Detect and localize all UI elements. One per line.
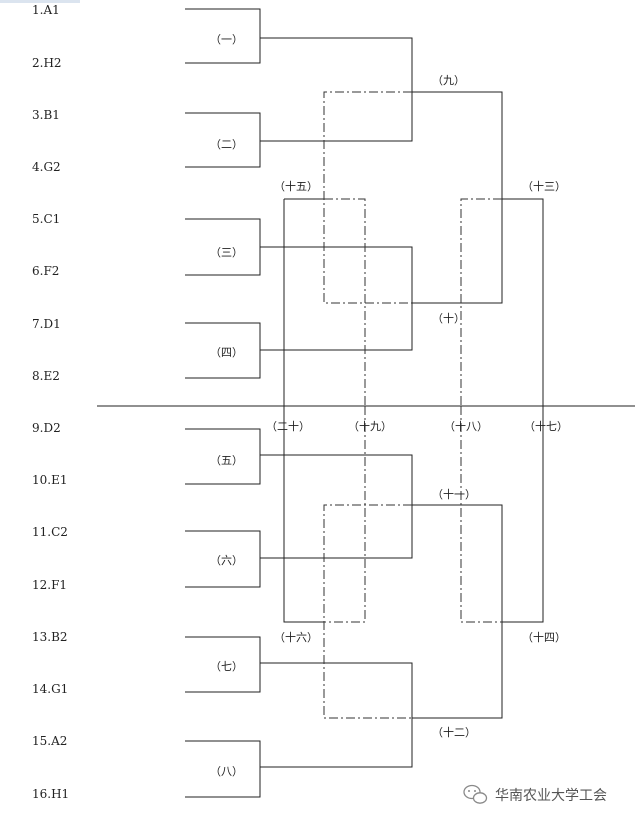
match-label-m18: （十八） xyxy=(444,419,488,433)
bracket-m4 xyxy=(185,322,261,379)
team-label: 16.H1 xyxy=(32,787,69,801)
bracket-m6 xyxy=(185,530,261,588)
match-label-m2: （二） xyxy=(210,138,243,151)
match-label-m4: （四） xyxy=(210,346,243,359)
bracket-m15-m16 xyxy=(283,198,324,623)
path-m13-loser xyxy=(460,198,502,406)
match-label-m17: （十七） xyxy=(524,419,568,433)
match-label-m20: （二十） xyxy=(266,419,310,433)
team-label: 5.C1 xyxy=(32,212,60,226)
watermark: 华南农业大学工会 xyxy=(463,784,607,804)
later-round-brackets xyxy=(283,91,544,719)
bracket-m14 xyxy=(502,406,544,623)
bracket-m2 xyxy=(185,112,261,168)
bracket-m5 xyxy=(185,428,413,559)
watermark-text: 华南农业大学工会 xyxy=(495,788,607,804)
match-label-m8: （八） xyxy=(210,765,243,778)
match-label-m16: （十六） xyxy=(274,630,318,644)
team-label: 7.D1 xyxy=(32,317,61,331)
match-label-m19: （十九） xyxy=(348,419,392,433)
team-list: 1.A1 2.H2 3.B1 4.G2 5.C1 6.F2 7.D1 8.E2 … xyxy=(32,3,69,801)
team-label: 2.H2 xyxy=(32,56,62,70)
path-m16 xyxy=(324,406,366,623)
match-label-m3: （三） xyxy=(210,246,243,259)
team-label: 1.A1 xyxy=(32,3,60,17)
match-label-m1: （一） xyxy=(210,33,243,46)
match-label-m9: （九） xyxy=(432,74,465,87)
team-label: 4.G2 xyxy=(32,160,61,174)
top-strip xyxy=(0,0,80,3)
match-label-m12: （十二） xyxy=(432,725,476,739)
wechat-icon xyxy=(463,784,488,804)
team-label: 9.D2 xyxy=(32,421,61,435)
path-m11-m12-loser xyxy=(323,504,412,719)
match-label-m6: （六） xyxy=(210,554,243,567)
bracket-m3 xyxy=(185,218,413,351)
match-label-m5: （五） xyxy=(210,454,243,467)
team-label: 8.E2 xyxy=(32,369,60,383)
match-label-m10: （十） xyxy=(432,311,465,325)
round-one-brackets xyxy=(185,8,413,798)
bracket-m1 xyxy=(185,8,413,142)
team-label: 10.E1 xyxy=(32,473,67,487)
team-label: 15.A2 xyxy=(32,734,67,748)
consolation-paths xyxy=(323,91,502,719)
match-label-m14: （十四） xyxy=(522,630,566,644)
match-labels: （一） （二） （三） （四） （五） （六） （七） （八） （九） （十） … xyxy=(210,33,568,778)
match-label-m13: （十三） xyxy=(522,179,566,193)
team-label: 6.F2 xyxy=(32,264,59,278)
match-label-m15: （十五） xyxy=(274,179,318,193)
bracket-m9-m10 xyxy=(412,91,503,304)
path-m15 xyxy=(324,198,366,406)
path-m9-m10-loser xyxy=(323,91,412,304)
team-label: 12.F1 xyxy=(32,578,67,592)
path-m14-loser xyxy=(460,406,502,623)
match-label-m7: （七） xyxy=(210,660,243,673)
bracket-m11-m12 xyxy=(412,504,503,719)
team-label: 13.B2 xyxy=(32,630,68,644)
bracket-m7 xyxy=(185,636,413,768)
bracket-m8 xyxy=(185,740,261,798)
match-label-m11: （十一） xyxy=(432,487,476,501)
team-label: 14.G1 xyxy=(32,682,68,696)
bracket-m13 xyxy=(502,198,544,406)
team-label: 11.C2 xyxy=(32,525,68,539)
team-label: 3.B1 xyxy=(32,108,60,122)
